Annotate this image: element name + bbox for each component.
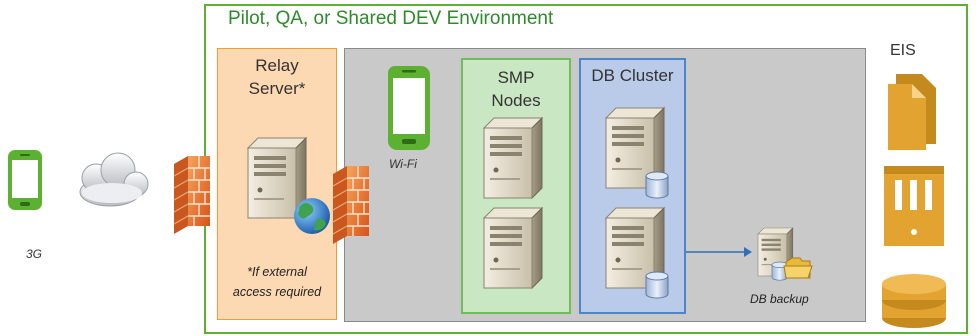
inner-firewall-icon [332,165,370,245]
storage-array-icon [884,166,944,246]
wifi-phone-screen [393,78,425,134]
wifi-phone-button [402,139,416,144]
smp-title-line2: Nodes [491,91,541,110]
folder-icon [783,257,813,279]
smp-node-server-icon-1 [483,117,543,199]
eis-label: EIS [890,42,916,59]
database-icon-2 [645,271,669,299]
smp-nodes-title: SMP Nodes [461,66,571,112]
relay-note-line2: access required [232,285,322,299]
backup-arrow-icon [686,247,752,257]
db-backup-label: DB backup [750,292,809,306]
db-cluster-title: DB Cluster [591,66,674,85]
internet-cloud-icon [79,152,149,207]
relay-footnote: *If external access required [217,262,337,302]
documents-icon [888,74,936,150]
database-icon-1 [645,171,669,199]
relay-note-line1: *If external [247,265,307,279]
relay-title-line1: Relay [255,56,299,75]
wifi-label: Wi-Fi [389,157,417,171]
outer-firewall-icon [173,155,211,235]
relay-server-title: Relay Server* [217,54,337,100]
environment-title: Pilot, QA, or Shared DEV Environment [228,8,554,29]
relay-title-line2: Server* [248,79,306,98]
globe-icon [294,198,330,234]
3g-label: 3G [26,247,43,261]
wifi-phone-speaker [402,70,416,73]
smp-title-line1: SMP [497,68,535,87]
disk-stack-icon [882,274,946,328]
mobile-3g-phone-icon [8,150,42,210]
smp-node-server-icon-2 [483,207,543,289]
